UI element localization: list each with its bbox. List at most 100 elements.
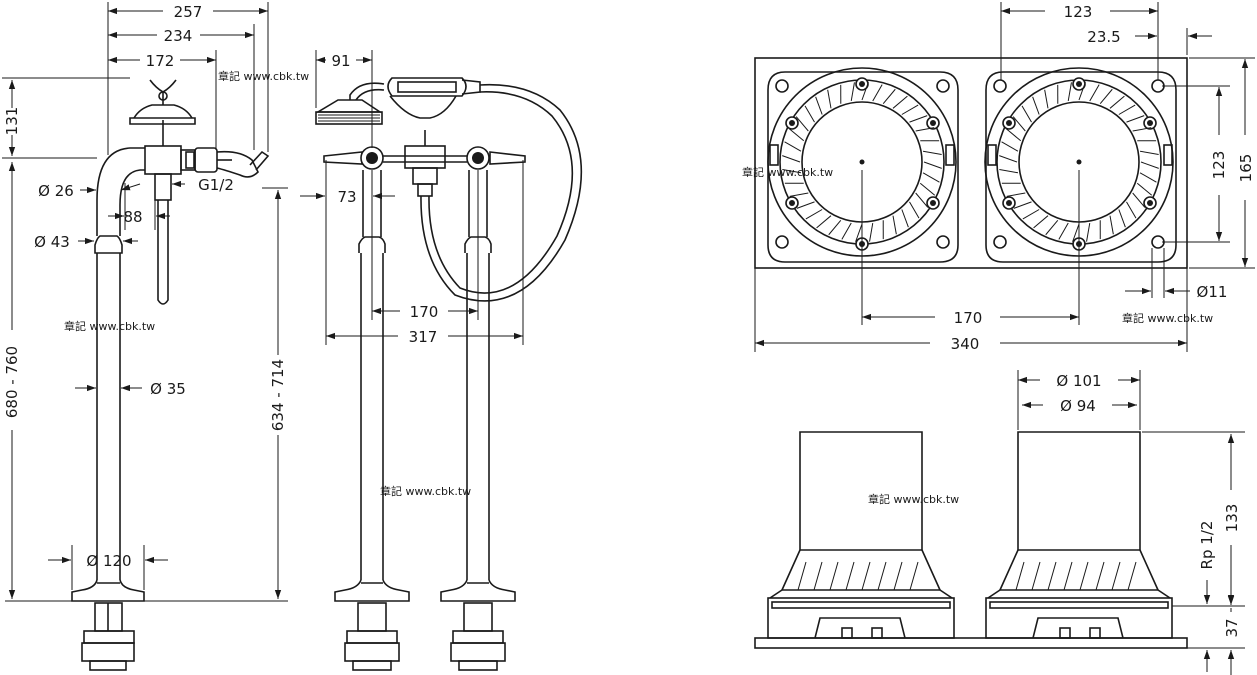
elevation-rib	[1079, 561, 1089, 591]
dim-165: 165	[1237, 154, 1255, 183]
elevation-rib	[877, 561, 887, 591]
elevation-rib	[909, 561, 919, 591]
dimension-labels: 257 234 172 131 680 - 760 Ø 26 G1/2 88 Ø…	[3, 3, 1255, 638]
ring-rib	[850, 82, 855, 102]
elevation-view	[754, 431, 1188, 649]
dim-131: 131	[3, 107, 21, 136]
ring-rib	[1032, 96, 1040, 115]
ring-rib	[901, 104, 919, 115]
elevation-rib	[1111, 561, 1121, 591]
ring-rib	[1139, 150, 1159, 155]
ring-rib	[855, 223, 863, 242]
ring-rib	[795, 116, 809, 132]
ring-rib	[815, 96, 823, 115]
dim-73: 73	[337, 188, 356, 206]
elevation-dimensions	[1017, 370, 1245, 675]
elevation-rib	[1063, 561, 1073, 591]
elevation-rib	[861, 561, 871, 591]
elevation-rib	[1047, 561, 1057, 591]
ring-rib	[1132, 127, 1152, 132]
ring-rib	[869, 222, 874, 242]
ring-rib	[1109, 95, 1125, 109]
ring-rib	[1118, 209, 1126, 228]
dim-170-front: 170	[410, 303, 439, 321]
dim-634-714: 634 - 714	[269, 359, 287, 431]
side-view	[5, 79, 288, 671]
ring-rib	[1086, 222, 1091, 242]
ring-rib	[805, 209, 823, 220]
dim-133: 133	[1223, 504, 1241, 533]
watermark-4: 章記 www.cbk.tw	[742, 165, 833, 179]
ring-rib	[1013, 201, 1032, 209]
ring-rib	[827, 89, 832, 109]
ring-rib	[922, 172, 940, 183]
front-view	[315, 77, 583, 671]
dim-diameter-101: Ø 101	[1056, 372, 1101, 390]
top-view-dimensions	[754, 2, 1255, 352]
dim-diameter-94: Ø 94	[1060, 397, 1096, 415]
ring-rib	[1126, 201, 1137, 219]
dim-rp-1-2: Rp 1/2	[1198, 521, 1216, 570]
ring-rib	[1118, 104, 1136, 115]
ring-rib	[782, 169, 802, 174]
elevation-rib	[845, 561, 855, 591]
watermark-2: 章記 www.cbk.tw	[64, 319, 155, 333]
ring-rib	[816, 215, 832, 229]
ring-rib	[804, 105, 815, 123]
ring-rib	[1044, 89, 1049, 109]
ring-rib	[1022, 209, 1040, 220]
elevation-rib	[797, 561, 807, 591]
ring-rib	[922, 150, 942, 155]
dim-123-top: 123	[1064, 3, 1093, 21]
watermark-5: 章記 www.cbk.tw	[1122, 311, 1213, 325]
ring-rib	[915, 192, 929, 208]
dim-diameter-26: Ø 26	[38, 182, 74, 200]
elevation-rib	[1127, 561, 1137, 591]
watermark-3: 章記 www.cbk.tw	[380, 484, 471, 498]
dim-680-760: 680 - 760	[3, 346, 21, 418]
elevation-rib	[1095, 561, 1105, 591]
elevation-rib	[1015, 561, 1025, 591]
ring-rib	[1012, 116, 1026, 132]
ring-rib	[1001, 141, 1019, 152]
dim-91: 91	[331, 52, 350, 70]
elevation-rib	[813, 561, 823, 591]
dim-88: 88	[123, 208, 142, 226]
ring-rib	[1067, 82, 1072, 102]
watermark-1: 章記 www.cbk.tw	[218, 69, 309, 83]
dim-317: 317	[409, 328, 438, 346]
ring-rib	[1140, 161, 1159, 169]
ring-rib	[892, 95, 908, 109]
dim-23-5: 23.5	[1087, 28, 1120, 46]
side-view-dimensions	[8, 7, 282, 599]
ring-rib	[909, 115, 928, 123]
ring-rib	[1033, 215, 1049, 229]
dim-340: 340	[951, 335, 980, 353]
ring-rib	[915, 127, 935, 132]
dim-170-box: 170	[954, 309, 983, 327]
watermarks: 章記 www.cbk.tw 章記 www.cbk.tw 章記 www.cbk.t…	[64, 69, 1213, 506]
ring-rib	[1021, 105, 1032, 123]
ring-rib	[796, 201, 815, 209]
watermark-6: 章記 www.cbk.tw	[868, 492, 959, 506]
ring-rib	[892, 215, 897, 235]
dim-g12: G1/2	[198, 176, 234, 194]
ring-rib	[1136, 182, 1153, 196]
ring-rib	[1005, 128, 1022, 142]
ring-rib	[1126, 115, 1145, 123]
ring-rib	[1078, 82, 1086, 101]
elevation-ribs	[797, 561, 1137, 591]
ring-rib	[882, 88, 896, 105]
ring-rib	[782, 155, 801, 163]
ring-rib	[861, 82, 869, 101]
ring-rib	[784, 141, 802, 152]
top-view-box	[754, 57, 1188, 269]
ring-rib	[789, 192, 809, 197]
ring-rib	[1072, 223, 1080, 242]
ring-rib	[919, 182, 936, 196]
dim-234: 234	[164, 27, 193, 45]
dim-123-side: 123	[1210, 151, 1228, 180]
ring-rib	[872, 84, 883, 102]
ring-rib	[1006, 192, 1026, 197]
ring-rib	[909, 201, 920, 219]
